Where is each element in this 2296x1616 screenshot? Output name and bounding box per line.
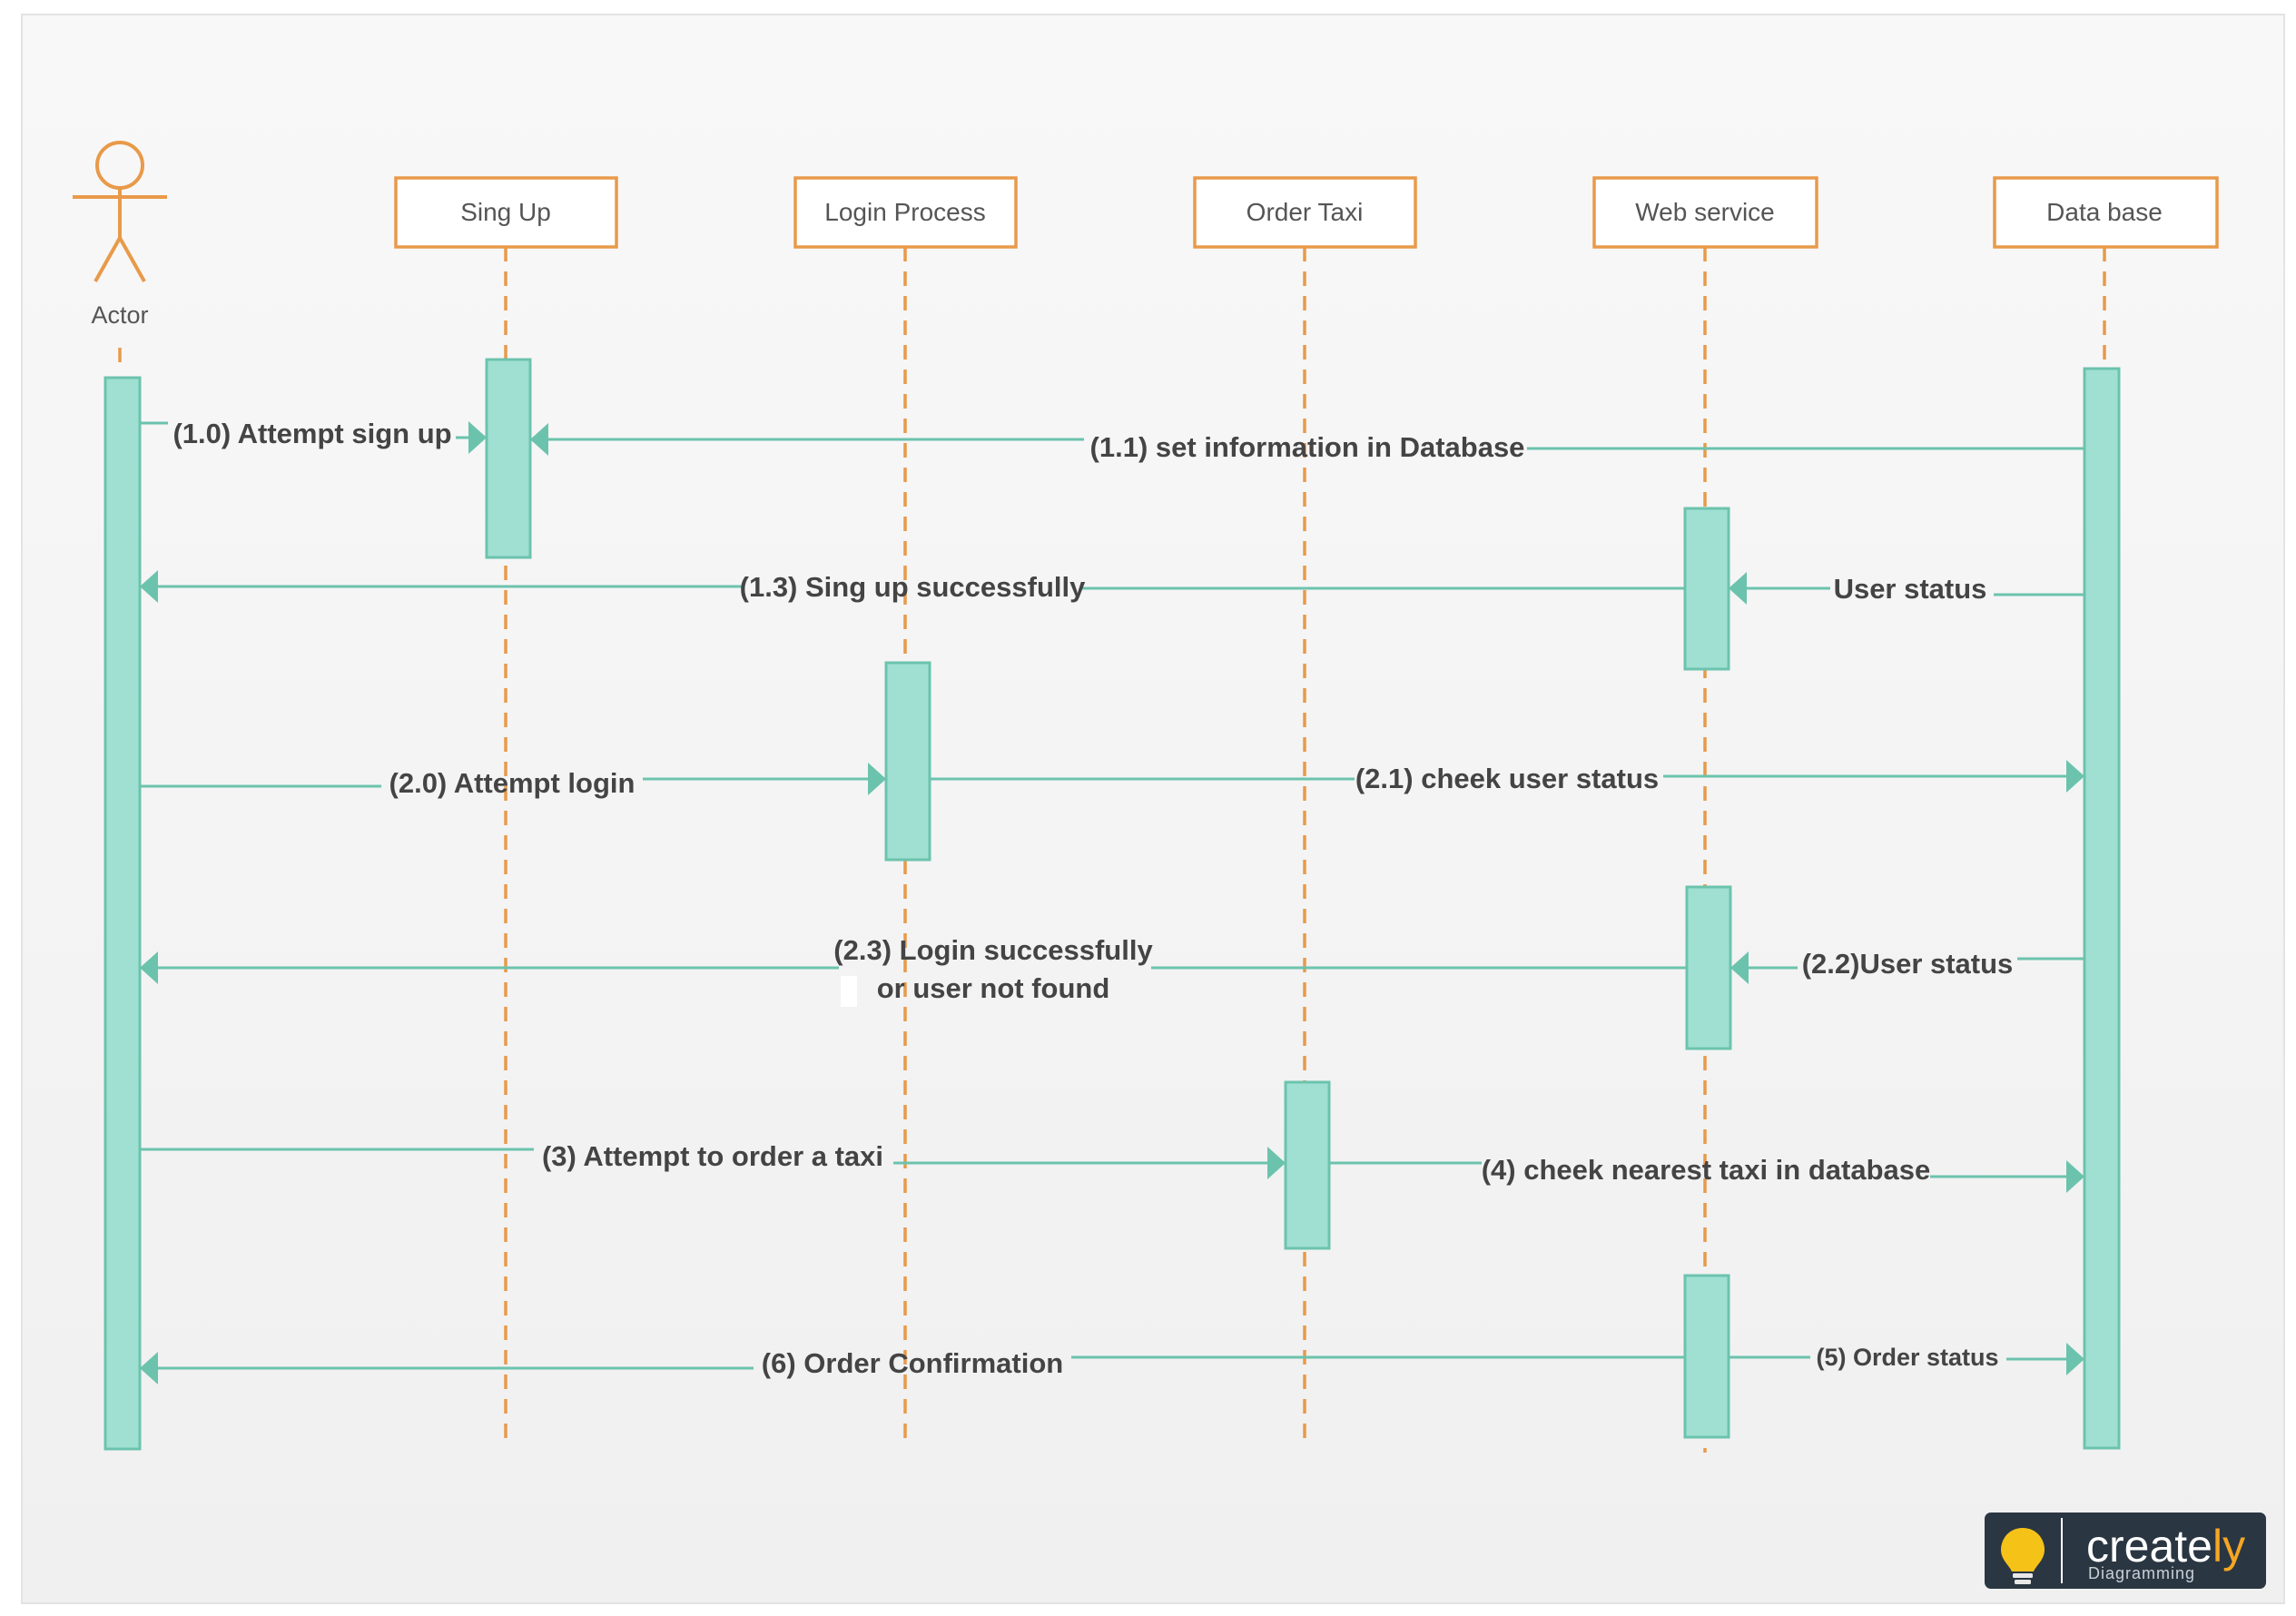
logo-tagline: Diagramming [2088, 1564, 2195, 1582]
msg-2-0-arrowhead [868, 763, 886, 795]
msg-2-3-label-line2: or user not found [877, 972, 1110, 1004]
msg-3-label: (3) Attempt to order a taxi [542, 1140, 883, 1172]
msg-1-0-label: (1.0) Attempt sign up [172, 418, 451, 449]
web-activation-2[interactable] [1685, 885, 1732, 1050]
signup-header-label: Sing Up [460, 198, 551, 226]
msg-1-1-arrowhead [530, 423, 548, 456]
lifeline-header-signup[interactable]: Sing Up [394, 176, 618, 249]
web-activation-1[interactable] [1683, 507, 1730, 671]
db-header-box [1993, 176, 2219, 249]
logo-wordmark-main: create [2086, 1521, 2212, 1572]
diagram-frame [21, 14, 2285, 1604]
signup-activation[interactable] [485, 358, 532, 559]
logo-wordmark: creately [2086, 1521, 2245, 1572]
label-marker [841, 976, 857, 1007]
lifeline-header-web[interactable]: Web service [1592, 176, 1818, 249]
login-header-label: Login Process [824, 198, 985, 226]
logo-wordmark-accent: ly [2212, 1521, 2245, 1572]
lifeline-header-order[interactable]: Order Taxi [1193, 176, 1417, 249]
web-activation-3[interactable] [1683, 1274, 1730, 1439]
msg-user-status-arrowhead [1729, 572, 1747, 605]
msg-4-label: (4) cheek nearest taxi in database [1482, 1154, 1931, 1186]
msg-2-0-label: (2.0) Attempt login [389, 767, 636, 799]
lifeline-header-login[interactable]: Login Process [793, 176, 1018, 249]
message-lines [141, 421, 2084, 1370]
msg-1-3-arrowhead [140, 570, 158, 603]
arrowheads [140, 421, 2084, 1384]
msg-5-arrowhead [2066, 1343, 2084, 1375]
login-activation[interactable] [884, 661, 931, 862]
msg-2-1-arrowhead [2066, 760, 2084, 793]
msg-1-0-arrowhead [468, 421, 487, 454]
logo-bg [1985, 1513, 2266, 1589]
order-activation[interactable] [1284, 1080, 1331, 1250]
actor-figure[interactable] [73, 141, 167, 282]
msg-2-3-label: (2.3) Login successfully [833, 934, 1153, 966]
msg-6-label: (6) Order Confirmation [762, 1347, 1063, 1379]
activation-bars [103, 358, 2121, 1451]
login-header-box [793, 176, 1018, 249]
actor-activation[interactable] [103, 376, 142, 1451]
lifeline-header-db[interactable]: Data base [1993, 176, 2219, 249]
msg-6-arrowhead [140, 1352, 158, 1384]
actor-label: Actor [91, 301, 148, 329]
order-header-label: Order Taxi [1247, 198, 1364, 226]
msg-1-1-label: (1.1) set information in Database [1090, 431, 1525, 463]
lightbulb-icon [2001, 1528, 2045, 1584]
actor-right-leg [118, 237, 146, 282]
creately-logo[interactable]: creately Diagramming [1985, 1513, 2266, 1589]
msg-2-2-label: (2.2)User status [1802, 948, 2014, 980]
msg-4-arrowhead [2066, 1160, 2084, 1193]
web-header-box [1592, 176, 1818, 249]
order-header-box [1193, 176, 1417, 249]
db-activation[interactable] [2083, 367, 2121, 1450]
msg-3-arrowhead [1267, 1147, 1286, 1179]
db-header-label: Data base [2046, 198, 2163, 226]
msg-2-2-arrowhead [1730, 951, 1749, 984]
msg-2-3-arrowhead [140, 951, 158, 984]
actor-left-leg [94, 237, 122, 282]
msg-2-1-label: (2.1) cheek user status [1355, 763, 1659, 794]
signup-header-box [394, 176, 618, 249]
msg-1-3-label: (1.3) Sing up successfully [740, 571, 1086, 603]
web-header-label: Web service [1635, 198, 1775, 226]
msg-5-label: (5) Order status [1816, 1344, 1998, 1371]
message-labels: (1.0) Attempt sign up (1.1) set informat… [172, 418, 2013, 1379]
msg-user-status-label: User status [1834, 573, 1987, 605]
